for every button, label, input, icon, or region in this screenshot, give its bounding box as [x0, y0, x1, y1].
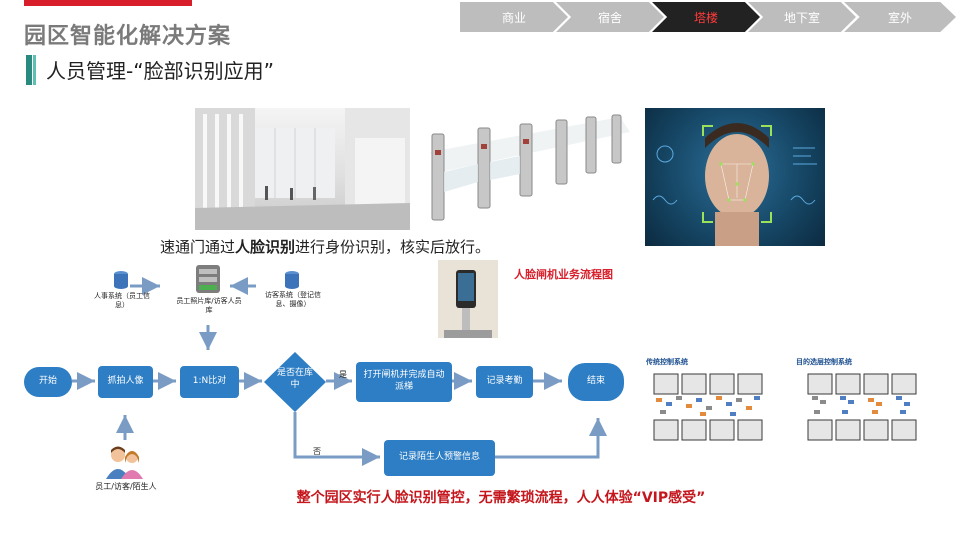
database-icon: [284, 270, 300, 294]
lobby-photo: [195, 108, 410, 230]
caption-text: 速通门通过人脸识别进行身份识别，核实后放行。: [160, 236, 490, 257]
device-flow-label: 人脸闸机业务流程图: [514, 268, 613, 281]
nav-label: 地下室: [783, 10, 820, 25]
flow-start: 开始: [24, 367, 72, 397]
photo-db-label: 员工照片库/访客人员库: [176, 297, 242, 315]
flow-stranger-alert: 记录陌生人预警信息: [384, 440, 495, 476]
caption-bold: 人脸识别: [235, 238, 296, 256]
destination-system-diagram: [796, 372, 924, 442]
bottom-summary-text: 整个园区实行人脸识别管控，无需繁琐流程，人人体验“VIP感受”: [296, 490, 706, 506]
nav-item-basement[interactable]: 地下室: [748, 2, 856, 32]
traditional-system-diagram: [642, 372, 770, 442]
nav-label: 室外: [887, 10, 912, 25]
face-recognition-photo: [645, 108, 825, 246]
flow-match: 1:N比对: [180, 366, 239, 398]
nav-label: 商业: [501, 10, 526, 25]
traditional-system-title: 传统控制系统: [646, 358, 688, 366]
section-subtitle: 人员管理-“脸部识别应用”: [46, 59, 274, 83]
nav-item-dormitory[interactable]: 宿舍: [556, 2, 664, 32]
subtitle-marker-light: [33, 55, 36, 85]
nav-item-tower[interactable]: 塔楼: [652, 2, 760, 32]
destination-system-title: 目的选层控制系统: [796, 358, 852, 366]
server-icon: [193, 264, 223, 298]
flow-decision: 是否在库中: [264, 352, 326, 412]
nav-label: 塔楼: [693, 10, 718, 25]
nav-item-outdoor[interactable]: 室外: [844, 2, 956, 32]
caption-suffix: 进行身份识别，核实后放行。: [295, 238, 491, 256]
flow-attendance: 记录考勤: [476, 366, 533, 398]
database-icon: [113, 270, 129, 294]
flow-open-gate: 打开闸机并完成自动派梯: [356, 362, 452, 402]
face-gate-device-photo: [438, 260, 498, 338]
page-title: 园区智能化解决方案: [24, 24, 232, 49]
flow-end: 结束: [568, 363, 624, 401]
turnstile-gates-photo: [420, 112, 635, 230]
nav-label: 宿舍: [597, 10, 622, 25]
subtitle-marker: [26, 55, 32, 85]
visitor-system-label: 访客系统（登记信息、摄像）: [265, 291, 321, 309]
caption-prefix: 速通门通过: [160, 238, 236, 256]
flow-capture: 抓拍人像: [98, 366, 153, 398]
people-icon: [106, 445, 144, 483]
people-label: 员工/访客/陌生人: [95, 482, 157, 491]
flow-decision-label: 是否在库中: [276, 368, 313, 390]
nav-item-commercial[interactable]: 商业: [460, 2, 568, 32]
top-accent-bar: [24, 0, 192, 6]
flow-no-label: 否: [313, 447, 321, 456]
flow-yes-label: 是: [339, 370, 347, 379]
hr-system-label: 人事系统（员工信息）: [94, 292, 150, 310]
